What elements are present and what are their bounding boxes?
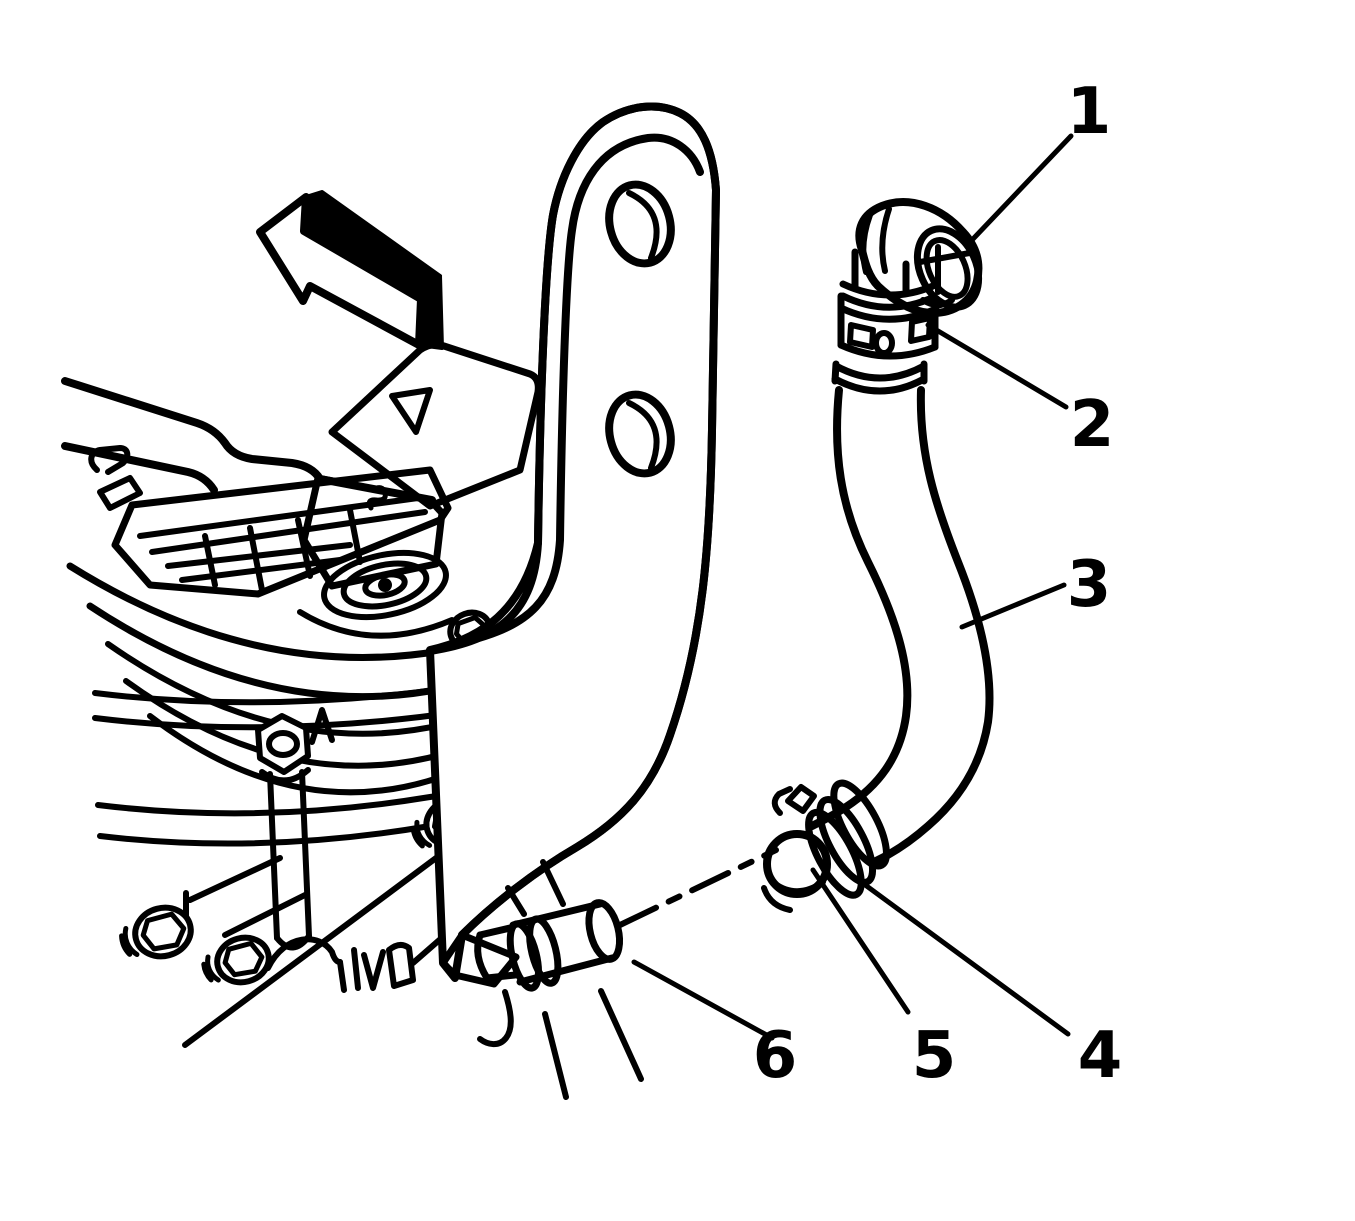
callout-6: 6 [753,1019,798,1093]
callout-4: 4 [1078,1019,1123,1093]
pipe-stub [474,847,779,992]
callout-3: 3 [1067,548,1112,622]
callout-labels: 1 2 3 4 5 6 [753,75,1123,1093]
break-hatch [542,1011,569,1100]
break-hatch [540,859,566,907]
arrow-extrude-end [417,274,444,350]
callout-2-leader [925,322,1069,410]
callout-4-leader [850,873,1071,1037]
hose [808,386,912,830]
stud-bolt [255,713,311,775]
bolt [119,904,194,960]
callout-2: 2 [1070,388,1115,462]
hose-clamp [771,779,890,899]
break-hatch [505,885,527,917]
mounting-bracket [426,102,720,1100]
break-hatch [598,988,644,1082]
direction-arrow-icon [256,190,444,350]
callout-1: 1 [1067,75,1112,149]
hose-assembly [761,198,994,913]
callout-3-leader [959,582,1067,630]
connection-axis-dashed-line [617,847,779,928]
callout-6-leader [631,959,775,1041]
callout-1-leader [970,133,1074,242]
engine-assembly [61,341,572,1048]
callout-5-leader [810,867,911,1015]
hose-end-opening [761,830,831,913]
elbow-connector [851,198,983,317]
callout-leaders [631,133,1074,1041]
bolt [201,934,272,986]
bracket-foot-tab [439,931,520,988]
callout-5: 5 [912,1019,957,1093]
